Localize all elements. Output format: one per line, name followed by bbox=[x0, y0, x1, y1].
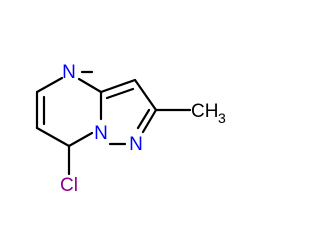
bond-c7-n8 bbox=[67, 131, 94, 148]
bond-c6-c7 bbox=[35, 126, 71, 148]
atom-label-n8: N bbox=[94, 123, 108, 144]
atom-label-chlorine: Cl bbox=[60, 175, 78, 196]
bond-c2-n1 bbox=[141, 108, 158, 134]
molecule-drawing: N N N Cl CH 3 bbox=[35, 62, 226, 196]
bond-c2-n1-inner bbox=[136, 108, 151, 130]
bond-lines bbox=[35, 70, 192, 176]
bond-c3a-c3-inner bbox=[105, 87, 135, 100]
bond-c3-c2 bbox=[133, 78, 158, 112]
atom-label-n1: N bbox=[129, 134, 143, 155]
bond-n4-c5 bbox=[35, 76, 64, 94]
bond-c3a-n4-ring bbox=[77, 77, 103, 94]
bond-c3a-c3 bbox=[99, 78, 137, 94]
structure-canvas: N N N Cl CH 3 bbox=[35, 62, 226, 196]
atom-label-n4: N bbox=[62, 62, 76, 83]
atom-label-methyl-subscript: 3 bbox=[218, 110, 226, 126]
atom-label-methyl: CH bbox=[191, 101, 218, 122]
